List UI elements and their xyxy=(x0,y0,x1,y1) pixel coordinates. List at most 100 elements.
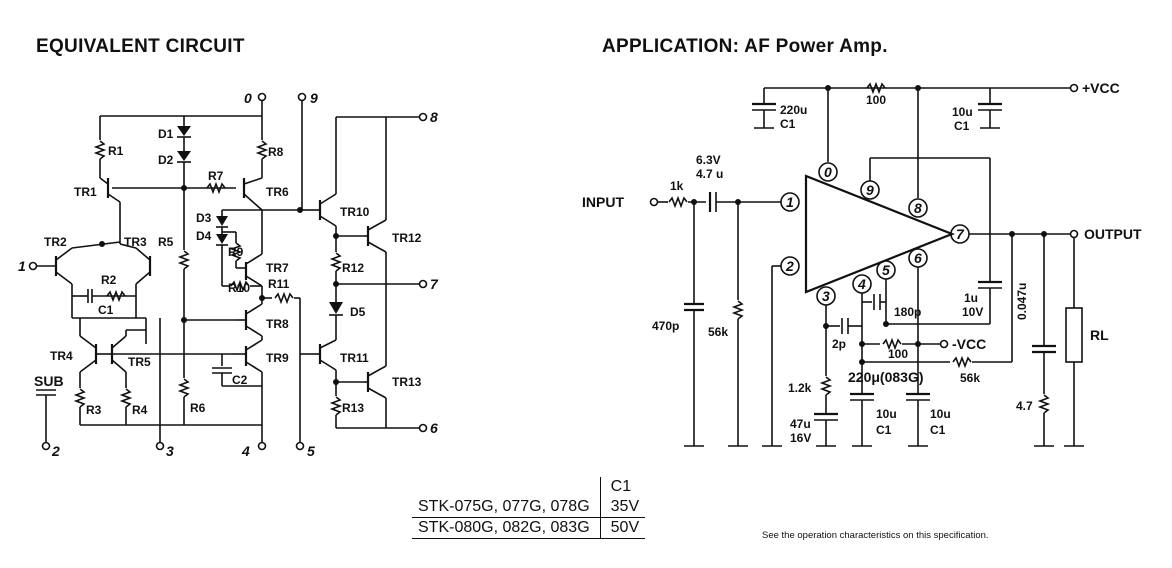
pin-6-label: 6 xyxy=(430,420,438,436)
pin-0-label: 0 xyxy=(244,90,252,106)
app-pin-3: 3 xyxy=(822,288,830,304)
label-tr12: TR11 xyxy=(340,351,369,365)
label-56k-fb: 56k xyxy=(960,371,980,385)
label-0-047u: 0.047u xyxy=(1015,283,1029,320)
label-470p: 470p xyxy=(652,319,679,333)
table-row: STK-080G, 082G, 083G 50V xyxy=(412,517,646,539)
sub-label: SUB xyxy=(34,373,64,389)
pin-5-label: 5 xyxy=(307,443,315,459)
app-pin-8: 8 xyxy=(914,200,922,216)
label-tr5: TR5 xyxy=(128,355,151,369)
label-d3: D3 xyxy=(196,211,212,225)
label-10u-b: 10u xyxy=(930,407,951,421)
label-r9: R9 xyxy=(228,245,244,259)
label-1-2k: 1.2k xyxy=(788,381,812,395)
pin-4-label: 4 xyxy=(241,443,250,459)
label-tr2: TR2 xyxy=(44,235,67,249)
application-title: APPLICATION: AF Power Amp. xyxy=(602,36,888,57)
label-100-mid: 100 xyxy=(888,347,908,361)
label-r7: R7 xyxy=(208,169,224,183)
label-220mu-083g: 220μ(083G) xyxy=(848,369,924,385)
neg-vcc-label: -VCC xyxy=(952,336,986,352)
load-label: RL xyxy=(1090,327,1109,343)
label-d5: D5 xyxy=(350,305,366,319)
label-r2: R2 xyxy=(101,273,117,287)
label-tr4: TR4 xyxy=(50,349,73,363)
label-10u-top: 10u xyxy=(952,105,973,119)
label-100-top: 100 xyxy=(866,93,886,107)
label-c1: C1 xyxy=(98,303,114,317)
label-c1-a: C1 xyxy=(780,117,796,131)
pin-3-label: 3 xyxy=(166,443,174,459)
table-cell-voltage: 50V xyxy=(600,517,646,539)
label-tr10: TR10 xyxy=(340,205,370,219)
label-47u: 47u xyxy=(790,417,811,431)
input-label: INPUT xyxy=(582,194,624,210)
label-4-7: 4.7 xyxy=(1016,399,1033,413)
label-10v: 10V xyxy=(962,305,983,319)
label-r6: R6 xyxy=(190,401,206,415)
vcc-label: +VCC xyxy=(1082,80,1120,96)
table-cell-models: STK-080G, 082G, 083G xyxy=(412,517,601,539)
table-row: STK-075G, 077G, 078G 35V xyxy=(412,497,646,518)
label-tr7: TR7 xyxy=(266,261,289,275)
app-pin-4: 4 xyxy=(857,276,866,292)
app-pin-7: 7 xyxy=(956,226,965,242)
app-pin-1: 1 xyxy=(786,194,794,210)
label-tr8: TR8 xyxy=(266,317,289,331)
label-r4: R4 xyxy=(132,403,148,417)
label-220u: 220u xyxy=(780,103,807,117)
label-r12: R12 xyxy=(342,261,364,275)
label-c1-c: C1 xyxy=(876,423,892,437)
label-1k: 1k xyxy=(670,179,684,193)
label-6-3v: 6.3V xyxy=(696,153,721,167)
table-cell-voltage: 35V xyxy=(600,497,646,518)
footnote: See the operation characteristics on thi… xyxy=(762,530,989,541)
label-tr9: TR9 xyxy=(266,351,289,365)
label-16v: 16V xyxy=(790,431,811,445)
label-r8: R8 xyxy=(268,145,284,159)
pin-9-label: 9 xyxy=(310,90,318,106)
label-c2: C2 xyxy=(232,373,248,387)
label-r3: R3 xyxy=(86,403,102,417)
table-header-row: C1 xyxy=(412,477,645,497)
app-pin-0: 0 xyxy=(824,164,832,180)
app-pin-5: 5 xyxy=(882,262,890,278)
app-pin-6: 6 xyxy=(914,250,922,266)
label-d4: D4 xyxy=(196,229,212,243)
label-d2: D2 xyxy=(158,153,174,167)
label-tr11: TR12 xyxy=(392,231,422,245)
label-r11: R11 xyxy=(268,277,290,291)
label-56k-in: 56k xyxy=(708,325,728,339)
output-label: OUTPUT xyxy=(1084,226,1142,242)
label-r10: R10 xyxy=(228,281,250,295)
equivalent-circuit-title: EQUIVALENT CIRCUIT xyxy=(36,36,245,57)
table-header-c1: C1 xyxy=(610,478,632,495)
label-c1-b: C1 xyxy=(954,119,970,133)
application-circuit: INPUT OUTPUT +VCC -VCC RL 0 1 2 3 4 5 6 … xyxy=(582,80,1142,447)
label-r13: R13 xyxy=(342,401,364,415)
label-tr13: TR13 xyxy=(392,375,422,389)
label-tr1: TR1 xyxy=(74,185,97,199)
table-cell-models: STK-075G, 077G, 078G xyxy=(412,497,601,518)
pin-8-label: 8 xyxy=(430,109,438,125)
app-pin-9: 9 xyxy=(866,182,874,198)
label-10u-a: 10u xyxy=(876,407,897,421)
label-2p: 2p xyxy=(832,337,846,351)
pin-2-label: 2 xyxy=(51,443,60,459)
c1-voltage-table: C1 STK-075G, 077G, 078G 35V STK-080G, 08… xyxy=(412,477,646,539)
label-tr6: TR6 xyxy=(266,185,289,199)
label-4-7u: 4.7 u xyxy=(696,167,723,181)
label-tr3: TR3 xyxy=(124,235,147,249)
equivalent-circuit: R1 R2 R3 R4 R5 R6 R7 R8 R9 R10 R11 R12 R… xyxy=(18,90,439,459)
label-180p: 180p xyxy=(894,305,921,319)
app-pin-2: 2 xyxy=(785,258,794,274)
label-d1: D1 xyxy=(158,127,174,141)
label-1u: 1u xyxy=(964,291,978,305)
label-r5: R5 xyxy=(158,235,174,249)
label-c1-d: C1 xyxy=(930,423,946,437)
pin-7-label: 7 xyxy=(430,276,439,292)
pin-1-label: 1 xyxy=(18,258,26,274)
label-r1: R1 xyxy=(108,144,124,158)
